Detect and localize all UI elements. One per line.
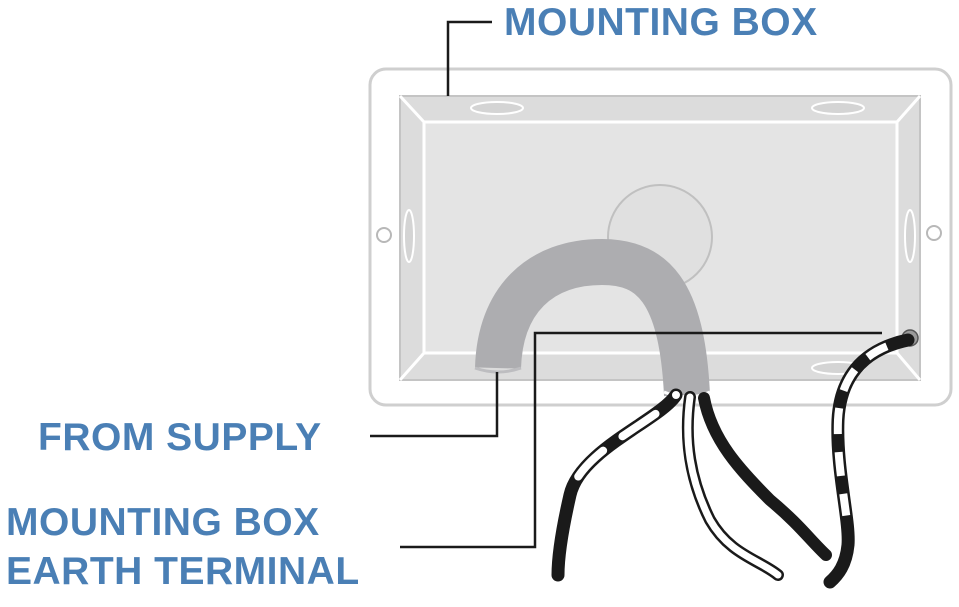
knockout-top-right bbox=[811, 101, 865, 115]
supply-conduit bbox=[475, 238, 710, 397]
knockout-top-left bbox=[470, 101, 524, 115]
label-earth-terminal-line2: EARTH TERMINAL bbox=[6, 550, 360, 593]
knockout-right-side bbox=[904, 209, 916, 263]
leader-from-supply bbox=[370, 372, 499, 438]
label-mounting-box: MOUNTING BOX bbox=[504, 1, 818, 44]
wire-center-black bbox=[698, 392, 832, 561]
wire-earth bbox=[823, 333, 915, 589]
label-earth-terminal-line1: MOUNTING BOX bbox=[6, 501, 320, 544]
leader-earth-terminal bbox=[400, 331, 882, 549]
box-bevel-lines bbox=[398, 94, 922, 381]
wire-center-white-core bbox=[684, 393, 782, 579]
fixing-hole-left bbox=[376, 227, 392, 243]
knockout-left-side bbox=[403, 209, 415, 263]
wire-left bbox=[551, 388, 683, 582]
leader-mounting-box bbox=[446, 20, 492, 96]
label-from-supply: FROM SUPPLY bbox=[38, 416, 322, 459]
fixing-hole-right bbox=[926, 225, 942, 241]
